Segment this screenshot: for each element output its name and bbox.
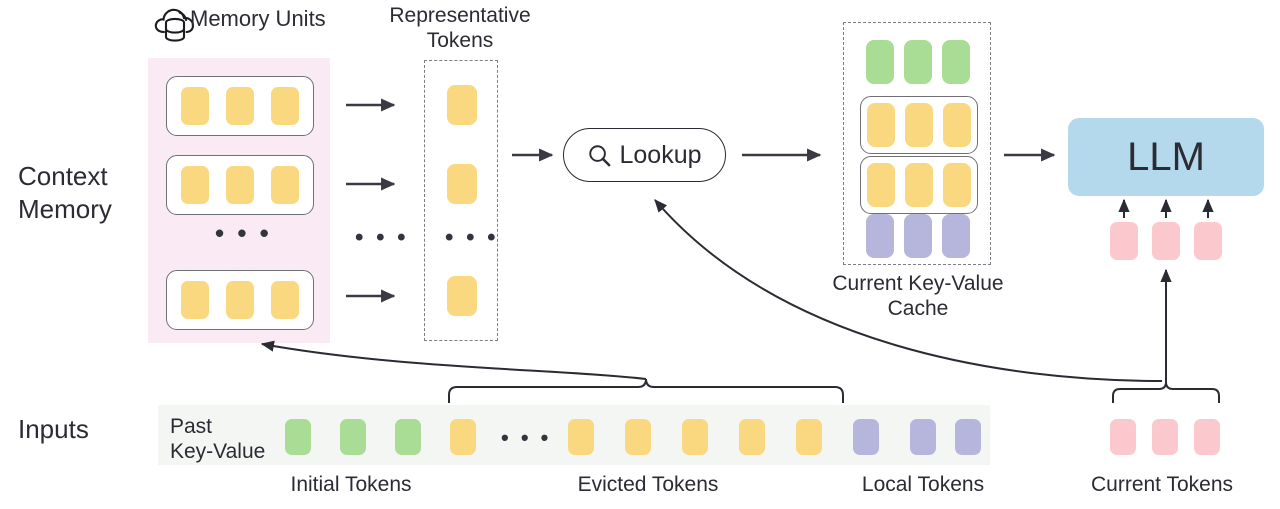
llm-input-token [1152,222,1180,260]
local-tokens-label: Local Tokens [861,473,985,496]
input-local-token [955,419,981,455]
memory-unit [166,76,314,136]
kv-cache-local-row [866,214,970,258]
kv-retrieved-token [943,163,971,207]
kv-cache-retrieved-unit [860,156,978,214]
llm-input-token [1110,222,1138,260]
kv-local-token [904,214,932,258]
memory-unit-token [226,166,254,204]
kv-initial-token [904,40,932,84]
llm-box: LLM [1068,118,1264,196]
input-current-token [1110,419,1136,455]
kv-initial-token [942,40,970,84]
input-current-token [1152,419,1178,455]
kv-retrieved-token [905,163,933,207]
memory-to-representative-arrows [346,98,396,303]
input-evicted-token [450,419,476,455]
input-initial-token [285,419,311,455]
input-local-token [853,419,879,455]
input-initial-token [395,419,421,455]
evicted-tokens-brace [448,378,844,403]
memory-unit [166,270,314,330]
representative-tokens-title: Representative Tokens [389,4,531,52]
kv-local-token [942,214,970,258]
context-memory-row-label: Context Memory [18,161,112,224]
memory-units-ellipsis: • • • [215,218,272,248]
memory-unit-token [226,281,254,319]
memory-unit-token [271,87,299,125]
memory-unit-token [181,281,209,319]
representative-token [447,164,477,204]
memory-unit [166,155,314,215]
kv-local-token [866,214,894,258]
input-evicted-token [568,419,594,455]
input-local-token [910,419,936,455]
evicted-to-context-memory-arrow [260,340,647,380]
memory-units-title: Memory Units [190,6,326,31]
representative-tokens-box [424,60,498,341]
input-current-token [1194,419,1220,455]
search-icon [587,143,612,168]
initial-tokens-label: Initial Tokens [290,473,412,496]
memory-unit-token [271,166,299,204]
representative-tokens-ellipsis: • • • [445,224,499,251]
kv-retrieved-token [943,103,971,147]
current-tokens-label: Current Tokens [1090,473,1234,496]
kv-retrieved-token [867,103,895,147]
input-evicted-token [796,419,822,455]
lookup-label: Lookup [619,140,702,169]
input-evicted-token [682,419,708,455]
memory-unit-token [226,87,254,125]
input-initial-token [340,419,366,455]
evicted-tokens-label: Evicted Tokens [577,473,719,496]
inputs-row-label: Inputs [18,414,89,444]
kv-cache-initial-row [866,40,970,84]
kv-cache-retrieved-unit [860,96,978,154]
input-evicted-token [625,419,651,455]
current-tokens-to-llm-arrows [1118,198,1214,218]
input-evicted-token [739,419,765,455]
kv-retrieved-token [867,163,895,207]
current-kv-cache-title: Current Key-Value Cache [832,272,1004,320]
current-tokens-brace [1112,381,1220,403]
kv-initial-token [866,40,894,84]
inputs-ellipsis: • • • [501,425,552,450]
between-arrows-ellipsis: • • • [355,224,409,251]
llm-input-token [1194,222,1222,260]
representative-token [447,276,477,316]
representative-token [447,85,477,125]
memory-unit-token [181,166,209,204]
llm-label: LLM [1127,134,1205,179]
past-key-value-label: Past Key-Value [170,415,266,464]
lookup-box[interactable]: Lookup [563,128,726,182]
memory-unit-token [271,281,299,319]
kv-retrieved-token [905,103,933,147]
memory-unit-token [181,87,209,125]
cloud-database-icon [152,2,198,46]
